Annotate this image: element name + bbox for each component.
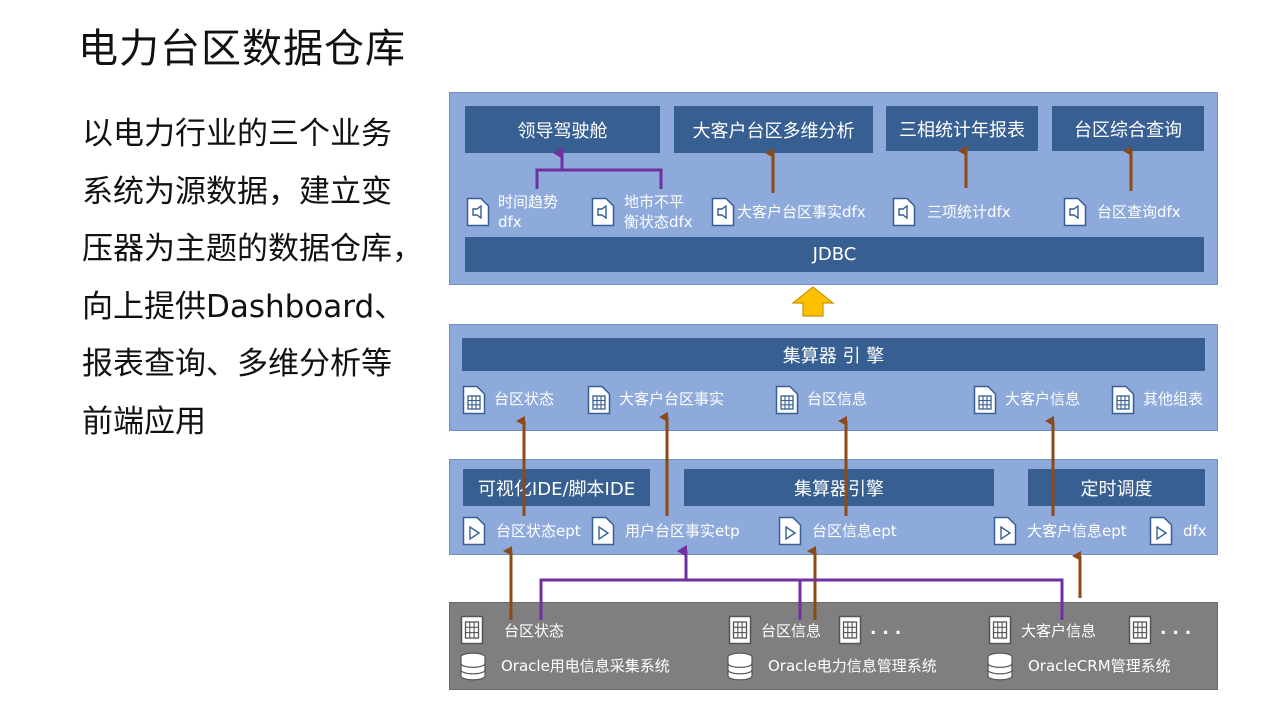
script-file-icon — [993, 516, 1017, 550]
file-label: 时间趋势 — [498, 193, 559, 211]
box-customer-olap: 大客户台区多维分析 — [674, 106, 873, 153]
file-label: dfx — [498, 213, 522, 231]
file-label: 台区查询dfx — [1097, 203, 1181, 221]
file-label: 地市不平 — [624, 193, 685, 211]
dfx-file-icon — [591, 197, 615, 231]
table-icon — [988, 615, 1012, 649]
script-file-icon — [1149, 516, 1173, 550]
script-file-icon — [462, 516, 486, 550]
database-icon — [726, 652, 754, 686]
scheduler-box: 定时调度 — [1028, 469, 1205, 506]
box-comprehensive-query: 台区综合查询 — [1052, 106, 1204, 151]
page-title: 电力台区数据仓库 — [78, 26, 406, 72]
table-icon — [838, 615, 862, 649]
file-label: 衡状态dfx — [624, 213, 693, 231]
ellipsis: . . . — [1160, 619, 1192, 639]
file-label: 大客户台区事实 — [619, 390, 725, 408]
dfx-file-icon — [711, 197, 735, 231]
dfx-file-icon — [466, 197, 490, 231]
file-label: 台区信息 — [807, 390, 868, 408]
table-file-icon — [973, 385, 997, 419]
box-three-phase-report: 三相统计年报表 — [886, 106, 1038, 151]
ellipsis: . . . — [870, 619, 902, 639]
script-file-icon — [778, 516, 802, 550]
system-label: OracleCRM管理系统 — [1028, 657, 1171, 675]
description: 以电力行业的三个业务 系统为源数据，建立变 压器为主题的数据仓库， 向上提供Da… — [82, 106, 442, 451]
table-label: 台区状态 — [504, 622, 565, 640]
esproc-engine-box: 集算器引擎 — [684, 469, 994, 506]
table-label: 台区信息 — [761, 622, 822, 640]
description-line: 以电力行业的三个业务 — [82, 116, 392, 152]
table-icon — [728, 615, 752, 649]
table-label: 大客户信息 — [1021, 622, 1097, 640]
database-icon — [986, 652, 1014, 686]
table-file-icon — [1111, 385, 1135, 419]
description-line: 压器为主题的数据仓库， — [82, 231, 423, 267]
yellow-up-arrow — [791, 286, 835, 317]
dfx-file-icon — [1063, 197, 1087, 231]
file-label: 台区状态 — [494, 390, 555, 408]
table-file-icon — [775, 385, 799, 419]
system-label: Oracle用电信息采集系统 — [501, 657, 670, 675]
dfx-file-icon — [892, 197, 916, 231]
table-file-icon — [587, 385, 611, 419]
description-line: 系统为源数据，建立变 — [82, 173, 392, 210]
file-label: 其他组表 — [1143, 390, 1204, 408]
file-label: 大客户台区事实dfx — [737, 203, 866, 221]
description-line: 前端应用 — [82, 403, 206, 440]
table-icon — [460, 615, 484, 649]
table-file-icon — [462, 385, 486, 419]
file-label: 台区状态ept — [496, 522, 581, 540]
file-label: 大客户信息ept — [1027, 522, 1127, 540]
ide-box: 可视化IDE/脚本IDE — [463, 469, 650, 506]
jdbc-bar: JDBC — [465, 237, 1204, 272]
box-cockpit: 领导驾驶舱 — [465, 106, 660, 153]
description-line: 报表查询、多维分析等 — [82, 346, 392, 382]
script-file-icon — [591, 516, 615, 550]
file-label: 台区信息ept — [812, 522, 897, 540]
file-label: 大客户信息 — [1005, 390, 1081, 408]
esproc-engine-bar: 集算器 引 擎 — [462, 338, 1205, 371]
database-icon — [459, 652, 487, 686]
file-label: 用户台区事实etp — [625, 522, 740, 540]
file-label: 三项统计dfx — [927, 203, 1011, 221]
source-systems-panel — [449, 602, 1218, 690]
file-label: dfx — [1183, 522, 1207, 540]
system-label: Oracle电力信息管理系统 — [768, 657, 937, 675]
table-icon — [1128, 615, 1152, 649]
description-line: 向上提供Dashboard、 — [82, 288, 406, 325]
